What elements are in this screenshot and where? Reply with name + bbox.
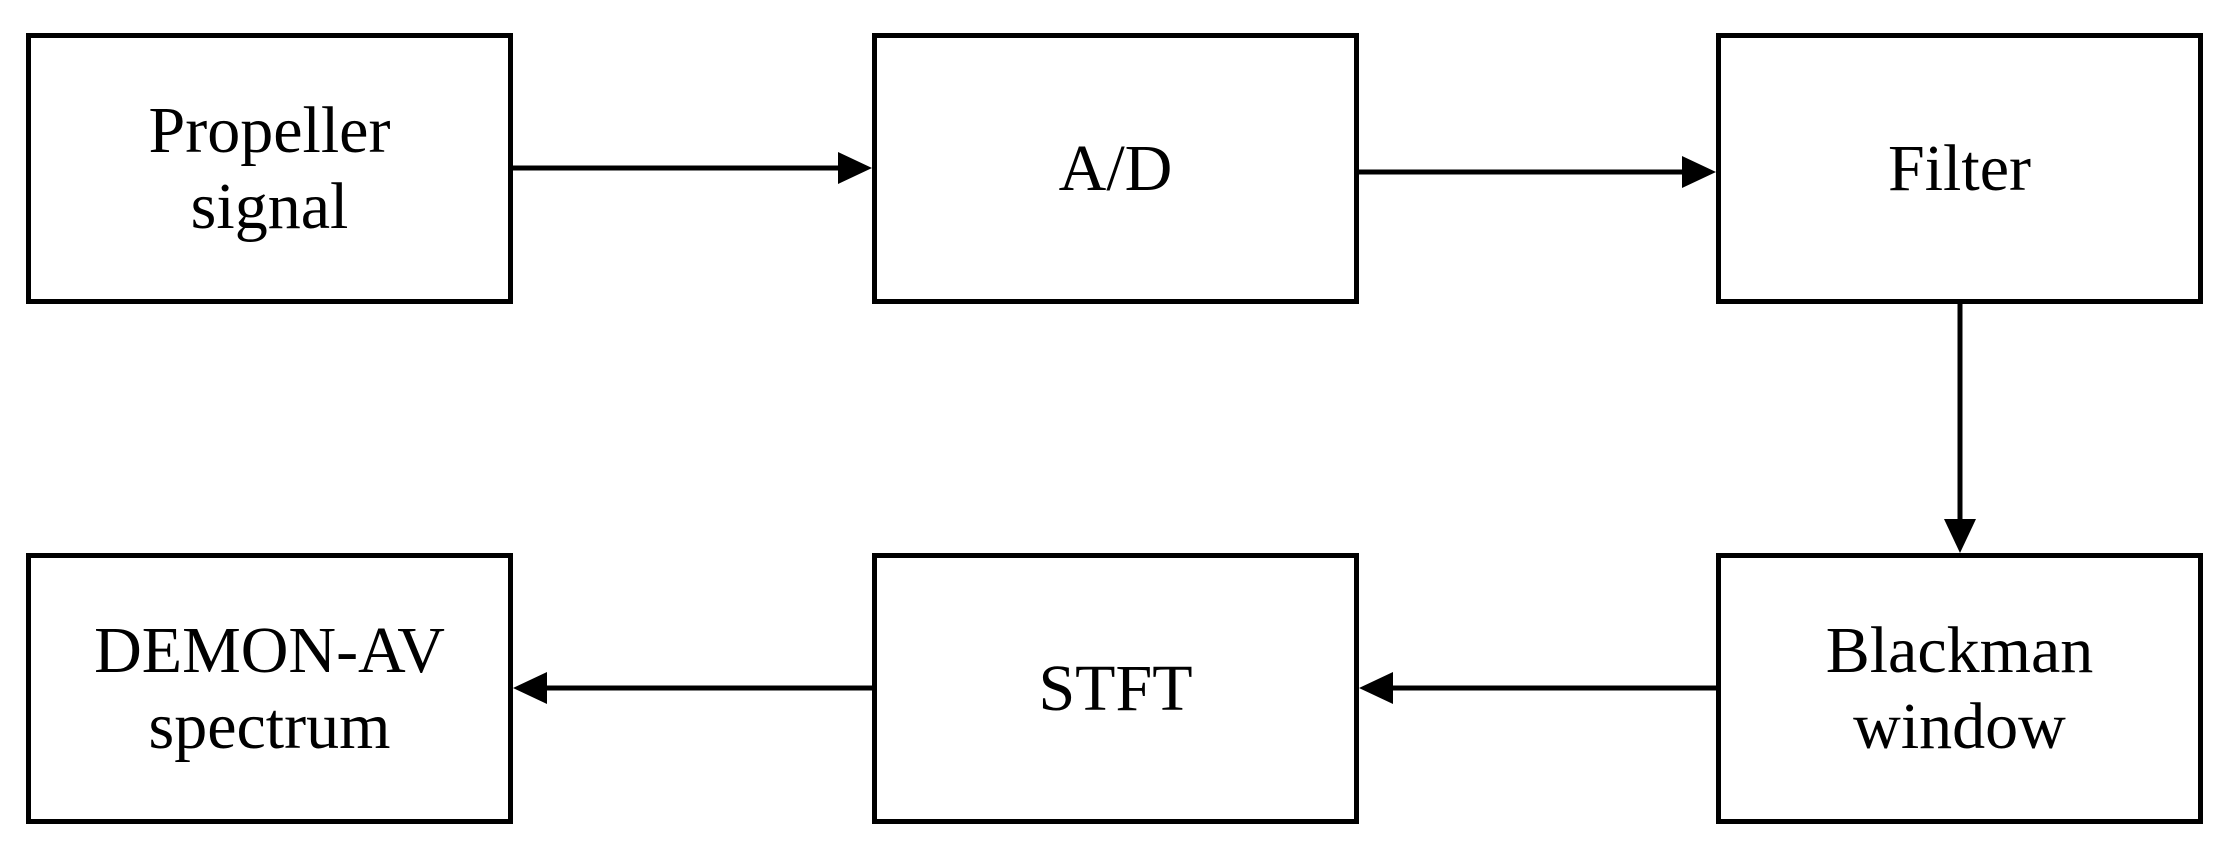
- arrow-filter-to-blackman: [1944, 304, 1976, 553]
- arrow-stft-to-demon: [513, 672, 872, 704]
- arrow-blackman-to-stft: [1359, 672, 1716, 704]
- ad-converter-box: A/D: [872, 33, 1359, 304]
- propeller-signal-box: Propeller signal: [26, 33, 513, 304]
- demon-av-spectrum-box: DEMON-AV spectrum: [26, 553, 513, 824]
- arrow-ad-to-filter: [1359, 156, 1716, 188]
- demon-av-spectrum-label: DEMON-AV spectrum: [94, 614, 445, 763]
- propeller-signal-label: Propeller signal: [148, 94, 391, 243]
- blackman-window-label: Blackman window: [1825, 614, 2094, 763]
- ad-converter-label: A/D: [1058, 131, 1173, 205]
- stft-label: STFT: [1038, 651, 1193, 725]
- filter-box: Filter: [1716, 33, 2203, 304]
- stft-box: STFT: [872, 553, 1359, 824]
- filter-label: Filter: [1888, 131, 2031, 205]
- blackman-window-box: Blackman window: [1716, 553, 2203, 824]
- arrow-propeller-to-ad: [513, 152, 872, 184]
